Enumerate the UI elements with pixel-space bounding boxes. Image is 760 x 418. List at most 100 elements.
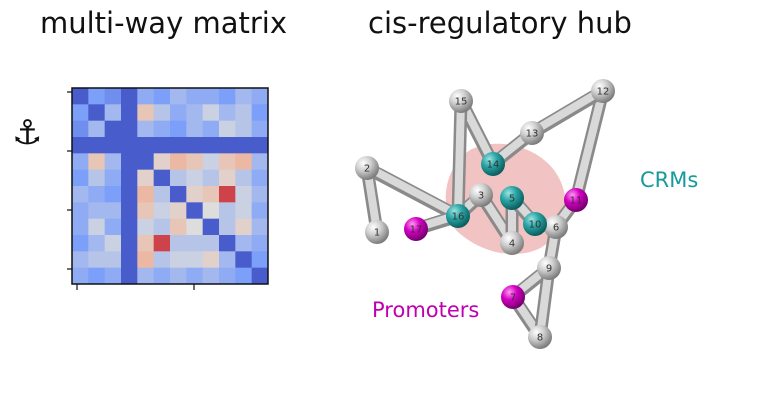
matrix-cell [202, 251, 220, 269]
matrix-cell [202, 169, 220, 187]
matrix-cell [121, 235, 138, 252]
default-node [469, 183, 493, 207]
matrix-cell [219, 104, 236, 122]
matrix-cell [170, 153, 187, 171]
matrix-cell [219, 267, 236, 285]
chromatin-node-15: 15 [449, 89, 473, 113]
matrix-cell [251, 169, 269, 187]
matrix-cell [202, 235, 220, 252]
matrix-cell [251, 88, 269, 105]
matrix-cell [251, 251, 269, 269]
matrix-cell [186, 235, 204, 252]
matrix-cell [186, 251, 204, 269]
matrix-cell [153, 88, 171, 105]
node-label: 16 [452, 212, 465, 223]
matrix-cells [72, 88, 269, 285]
chromatin-node-8: 8 [528, 325, 552, 349]
matrix-cell [88, 186, 106, 203]
matrix-cell [235, 186, 253, 203]
matrix-cell [202, 186, 220, 203]
matrix-cell [72, 218, 89, 236]
node-label: 4 [509, 239, 515, 250]
matrix-cell [104, 88, 122, 105]
chromatin-node-11: 11 [564, 188, 588, 212]
matrix-cell [121, 169, 138, 187]
matrix-cell [88, 267, 106, 285]
multi-way-matrix [67, 87, 269, 290]
matrix-cell [219, 251, 236, 269]
promoter-node [501, 285, 525, 309]
matrix-cell [170, 104, 187, 122]
matrix-cell [153, 218, 171, 236]
chromatin-node-12: 12 [591, 79, 615, 103]
matrix-cell [235, 251, 253, 269]
matrix-cell [137, 153, 155, 171]
matrix-cell [153, 169, 171, 187]
matrix-cell [153, 186, 171, 203]
matrix-cell [153, 153, 171, 171]
matrix-cell [251, 137, 269, 154]
matrix-cell [170, 186, 187, 203]
matrix-cell [88, 88, 106, 105]
chromatin-node-1: 1 [365, 220, 389, 244]
crm-node [523, 212, 547, 236]
matrix-cell [104, 202, 122, 220]
matrix-cell [170, 218, 187, 236]
node-label: 6 [553, 223, 559, 234]
matrix-cell [104, 186, 122, 203]
matrix-cell [104, 169, 122, 187]
matrix-cell [72, 104, 89, 122]
matrix-cell [153, 104, 171, 122]
matrix-cell [104, 251, 122, 269]
chain-segment-highlight [363, 163, 462, 219]
matrix-cell [72, 153, 89, 171]
default-node [520, 121, 544, 145]
matrix-cell [72, 267, 89, 285]
matrix-ticks [67, 91, 195, 290]
node-label: 11 [570, 196, 583, 207]
matrix-cell [72, 202, 89, 220]
default-node [591, 79, 615, 103]
chromatin-node-17: 17 [404, 217, 428, 241]
matrix-cell [121, 88, 138, 105]
matrix-cell [186, 137, 204, 154]
matrix-cell [137, 104, 155, 122]
matrix-cell [202, 153, 220, 171]
chain-segment-highlight [454, 96, 465, 219]
matrix-cell [137, 267, 155, 285]
matrix-cell [202, 137, 220, 154]
chromatin-node-6: 6 [544, 215, 568, 239]
matrix-cell [235, 218, 253, 236]
node-label: 13 [526, 129, 539, 140]
matrix-cell [251, 104, 269, 122]
matrix-cell [170, 251, 187, 269]
node-label: 12 [597, 87, 610, 98]
matrix-cell [121, 153, 138, 171]
matrix-cell [186, 88, 204, 105]
matrix-cell [121, 218, 138, 236]
chain-segment-highlight [528, 86, 607, 136]
matrix-cell [121, 137, 138, 154]
default-node [365, 220, 389, 244]
matrix-cell [186, 218, 204, 236]
matrix-cell [72, 169, 89, 187]
matrix-cell [121, 202, 138, 220]
matrix-cell [137, 120, 155, 138]
matrix-cell [137, 186, 155, 203]
matrix-cell [251, 120, 269, 138]
matrix-frame [71, 87, 269, 285]
matrix-cell [121, 104, 138, 122]
matrix-cell [153, 251, 171, 269]
node-label: 14 [487, 160, 500, 171]
node-label: 15 [455, 97, 468, 108]
chromatin-node-14: 14 [481, 152, 505, 176]
matrix-cell [170, 137, 187, 154]
matrix-cell [137, 218, 155, 236]
node-label: 5 [509, 194, 515, 205]
matrix-cell [88, 120, 106, 138]
default-node [537, 256, 561, 280]
matrix-cell [202, 202, 220, 220]
node-label: 1 [374, 228, 380, 239]
matrix-cell [202, 120, 220, 138]
